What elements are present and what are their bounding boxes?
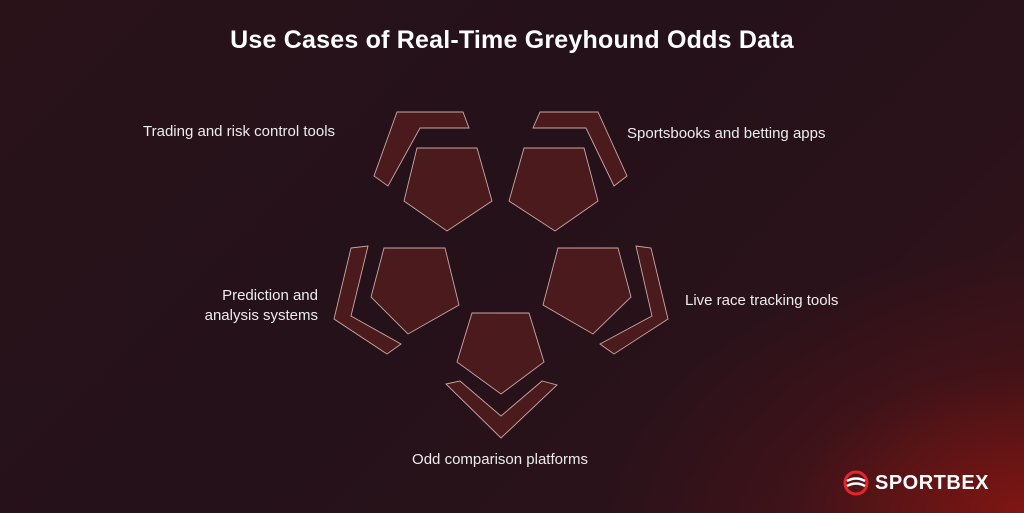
sportsbooks-chevron [532, 111, 628, 187]
page-title: Use Cases of Real-Time Greyhound Odds Da… [230, 26, 794, 54]
use-case-prediction-line2: analysis systems [204, 307, 318, 324]
brand-name: SPORTBEX [875, 471, 990, 494]
use-case-odds-comparison: Odd comparison platforms [412, 451, 588, 468]
live-chevron [599, 245, 669, 355]
sportbex-ball-icon [843, 470, 869, 496]
use-case-trading: Trading and risk control tools [143, 123, 336, 140]
use-case-sportsbooks: Sportsbooks and betting apps [627, 125, 826, 142]
sportbex-logo: SPORTBEX [843, 469, 989, 497]
prediction-chevron [333, 245, 402, 355]
use-case-prediction-line1: Prediction and [222, 287, 318, 304]
prediction-pentagon [370, 247, 460, 335]
trading-pentagon [403, 147, 493, 232]
live-pentagon [542, 247, 632, 335]
trading-chevron [373, 111, 470, 187]
odds-chevron [445, 380, 558, 439]
sportsbooks-pentagon [508, 147, 599, 232]
use-case-live-tracking: Live race tracking tools [685, 292, 839, 309]
use-case-prediction: Prediction and analysis systems [160, 286, 318, 326]
odds-pentagon [456, 312, 545, 395]
